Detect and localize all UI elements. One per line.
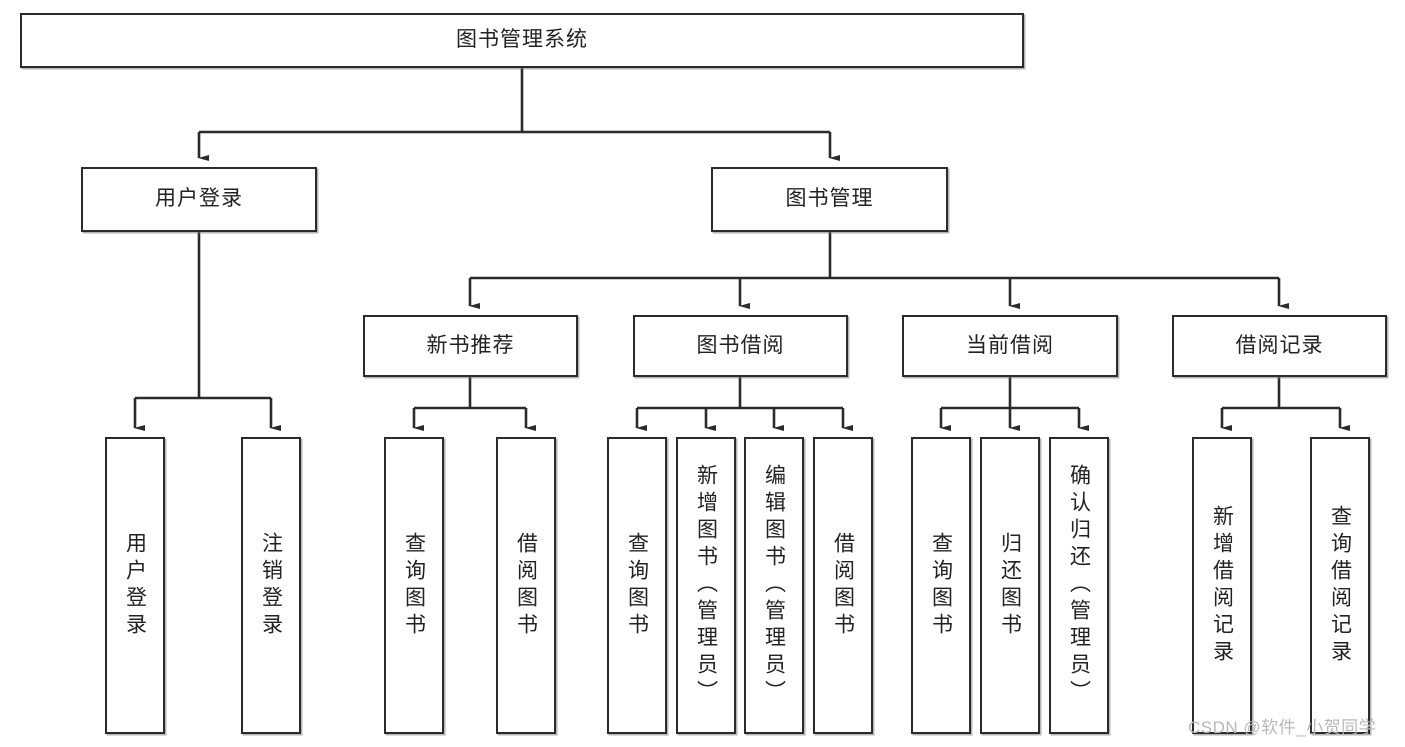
- leaf-query-books-borrow[interactable]: 查询图书: [607, 437, 667, 734]
- node-label: 图书管理系统: [456, 28, 588, 52]
- leaf-query-books-recommend[interactable]: 查询图书: [384, 437, 444, 734]
- leaf-add-book-admin[interactable]: 新增图书（管理员）: [676, 437, 736, 734]
- node-label: 新增借阅记录: [1210, 504, 1234, 667]
- watermark-csdn: CSDN @软件_小贺同学: [1188, 718, 1377, 737]
- node-label: 用户登录: [123, 531, 147, 640]
- node-label: 借阅记录: [1235, 333, 1324, 357]
- leaf-return-books[interactable]: 归还图书: [980, 437, 1040, 734]
- node-label: 查询借阅记录: [1328, 504, 1352, 667]
- node-user-login[interactable]: 用户登录: [81, 167, 317, 232]
- node-label: 查询图书: [929, 531, 953, 640]
- leaf-logout[interactable]: 注销登录: [241, 437, 301, 734]
- node-label: 新增图书（管理员）: [694, 464, 718, 707]
- leaf-confirm-return-admin[interactable]: 确认归还（管理员）: [1049, 437, 1109, 734]
- node-label: 查询图书: [625, 531, 649, 640]
- node-borrow-record[interactable]: 借阅记录: [1172, 315, 1387, 377]
- node-label: 确认归还（管理员）: [1067, 464, 1091, 707]
- leaf-borrow-books-recommend[interactable]: 借阅图书: [496, 437, 556, 734]
- leaf-user-login[interactable]: 用户登录: [105, 437, 165, 734]
- node-label: 借阅图书: [514, 531, 538, 640]
- node-label: 注销登录: [259, 531, 283, 640]
- node-label: 图书管理: [785, 187, 874, 211]
- leaf-query-borrow-record[interactable]: 查询借阅记录: [1310, 437, 1370, 734]
- node-label: 查询图书: [402, 531, 426, 640]
- leaf-edit-book-admin[interactable]: 编辑图书（管理员）: [744, 437, 804, 734]
- node-label: 归还图书: [998, 531, 1022, 640]
- node-new-book-recommend[interactable]: 新书推荐: [363, 315, 578, 377]
- leaf-query-books-current[interactable]: 查询图书: [911, 437, 971, 734]
- node-label: 当前借阅: [966, 333, 1054, 357]
- node-book-management[interactable]: 图书管理: [711, 167, 948, 232]
- node-label: 编辑图书（管理员）: [762, 464, 786, 707]
- leaf-borrow-books[interactable]: 借阅图书: [813, 437, 873, 734]
- node-current-borrow[interactable]: 当前借阅: [902, 315, 1118, 377]
- node-label: 借阅图书: [831, 531, 855, 640]
- node-root-system[interactable]: 图书管理系统: [20, 13, 1024, 68]
- node-label: 图书借阅: [696, 333, 785, 357]
- node-label: 用户登录: [155, 187, 243, 211]
- leaf-add-borrow-record[interactable]: 新增借阅记录: [1192, 437, 1252, 734]
- node-book-borrow[interactable]: 图书借阅: [633, 315, 848, 377]
- node-label: 新书推荐: [426, 333, 515, 357]
